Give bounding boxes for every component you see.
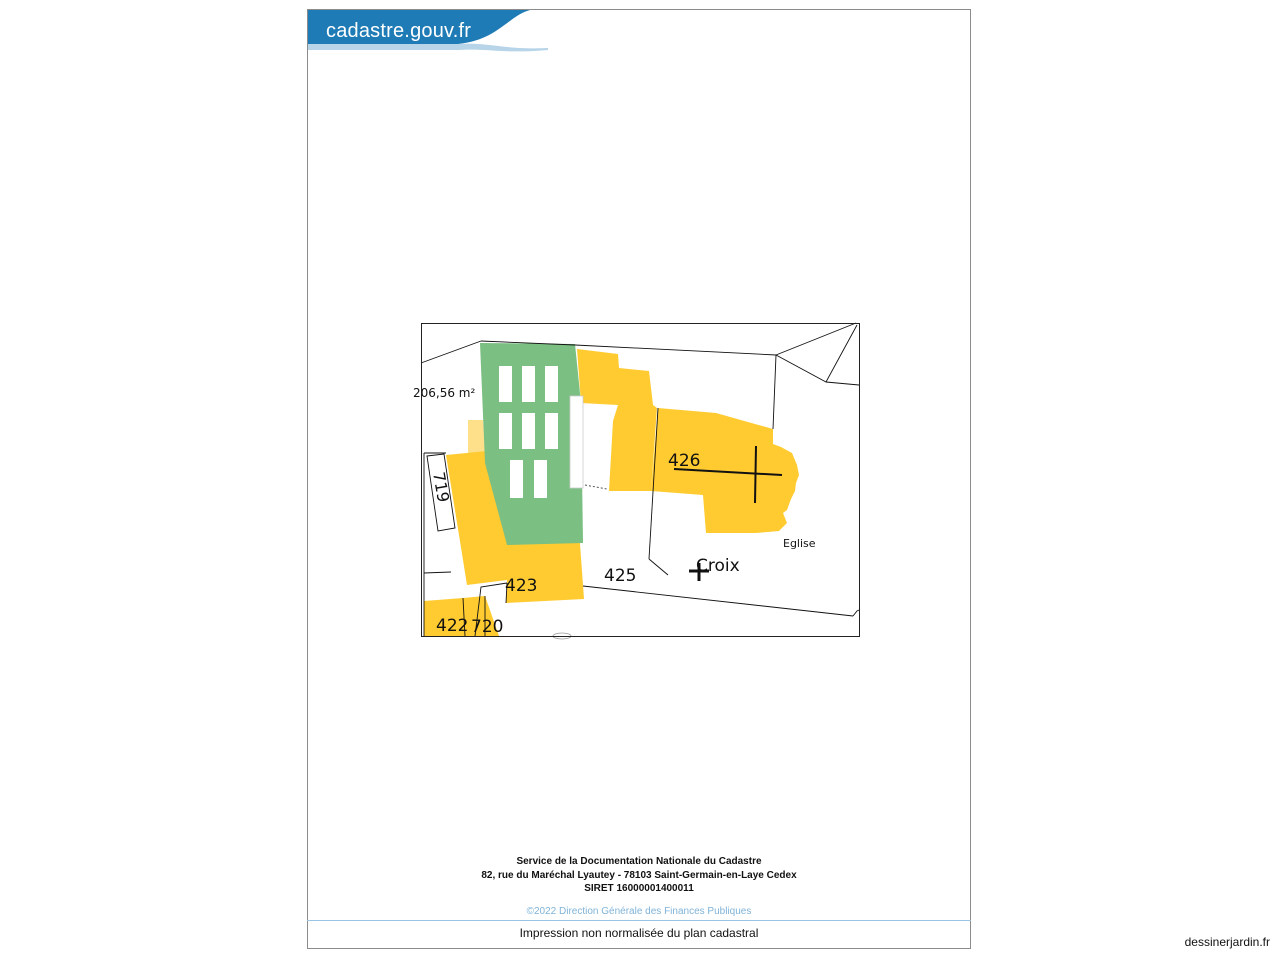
building-church-426 — [651, 408, 799, 533]
croix-label: Croix — [696, 556, 740, 576]
parcel-422-label: 422 — [436, 616, 468, 636]
service-siret: SIRET 16000001400011 — [584, 883, 694, 894]
parcel-423-label: 423 — [505, 576, 537, 596]
service-name: Service de la Documentation Nationale du… — [516, 856, 762, 867]
parcel-425-label: 425 — [604, 566, 636, 586]
wayside-cross-icon — [689, 563, 709, 581]
cadastral-map: 206,56 m² 426 719 423 425 422 720 Croix … — [413, 322, 860, 640]
copyright-notice: ©2022 Direction Générale des Finances Pu… — [526, 906, 752, 917]
building-422 — [424, 596, 499, 636]
brand-logo-text: cadastre.gouv.fr — [326, 20, 472, 42]
building-423 — [446, 451, 584, 603]
print-note: Impression non normalisée du plan cadast… — [519, 926, 759, 940]
header-banner — [308, 10, 548, 52]
parcel-719-box — [426, 453, 456, 532]
greenhouse-windows — [499, 366, 584, 498]
watermark-credit: dessinerjardin.fr — [1184, 935, 1270, 949]
eglise-label: Eglise — [783, 537, 816, 550]
building-light — [468, 420, 485, 453]
map-frame — [421, 323, 860, 637]
service-address: Service de la Documentation Nationale du… — [307, 855, 971, 896]
area-label: 206,56 m² — [413, 386, 475, 400]
church-cross-icon — [673, 445, 783, 504]
parcel-lines — [420, 322, 860, 637]
parcel-426-label: 426 — [668, 451, 700, 471]
footer-divider — [307, 920, 971, 921]
building-north — [577, 349, 657, 491]
service-street: 82, rue du Maréchal Lyautey - 78103 Sain… — [481, 869, 797, 881]
parcel-720-label: 720 — [471, 617, 503, 637]
